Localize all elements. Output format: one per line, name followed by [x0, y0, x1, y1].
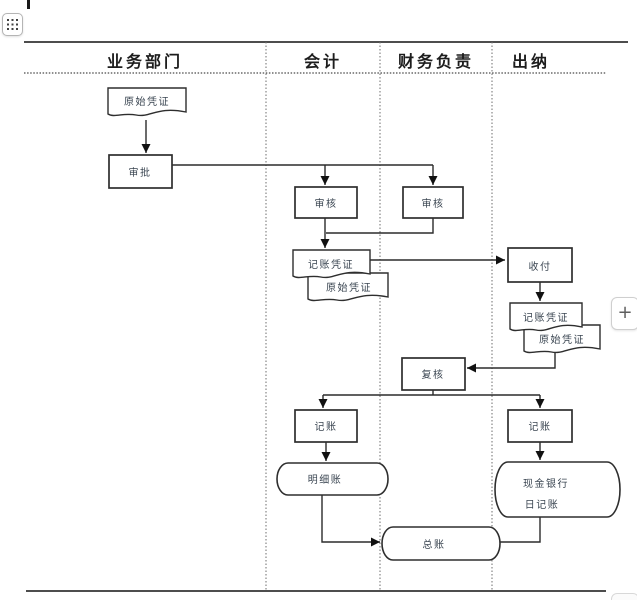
node-label: 原始凭证	[326, 281, 372, 294]
node-record-accounting[interactable]: 记账	[294, 409, 358, 443]
node-label: 审批	[129, 166, 152, 179]
lane-header-business-dept: 业务部门	[107, 52, 183, 71]
node-label: 审核	[422, 197, 445, 210]
node-original-voucher-cash[interactable]: 原始凭证	[523, 324, 601, 354]
node-label: 原始凭证	[124, 95, 170, 108]
node-label: 明细账	[308, 473, 343, 486]
connector-voucher-to-recheck	[467, 352, 556, 373]
zoom-in-button[interactable]: +	[611, 297, 637, 330]
node-label: 原始凭证	[539, 333, 585, 346]
node-label: 审核	[315, 197, 338, 210]
node-original-voucher-1[interactable]: 原始凭证	[107, 87, 187, 117]
node-review-finance[interactable]: 审核	[402, 186, 464, 219]
bottom-right-button[interactable]	[611, 593, 637, 600]
node-label-line1: 现金银行	[523, 477, 569, 490]
node-label: 记账	[529, 421, 552, 433]
node-label: 总账	[423, 538, 446, 551]
node-label: 记账凭证	[523, 311, 569, 324]
lane-header-cashier: 出纳	[512, 52, 550, 71]
node-label-line2: 日记账	[525, 499, 560, 511]
node-general-ledger[interactable]: 总账	[381, 526, 501, 561]
lane-header-finance-manager: 财务负责	[397, 52, 474, 71]
node-cash-bank-journal[interactable]: 现金银行 日记账	[494, 461, 621, 518]
lane-header-accountant: 会计	[304, 52, 342, 71]
node-label: 记账	[315, 421, 338, 433]
grid-dots-icon	[7, 19, 18, 30]
node-label: 收付	[529, 260, 552, 273]
node-label: 复核	[422, 368, 445, 381]
node-receive-pay[interactable]: 收付	[507, 247, 573, 283]
node-recheck[interactable]: 复核	[401, 357, 466, 391]
connector-detail-to-general-ledger	[321, 495, 380, 547]
text-caret	[27, 0, 30, 9]
node-bookkeeping-voucher-acct[interactable]: 记账凭证	[292, 249, 371, 279]
node-bookkeeping-voucher-cash[interactable]: 记账凭证	[509, 302, 583, 332]
node-detail-ledger[interactable]: 明细账	[276, 462, 389, 496]
connector-review-finance-join	[326, 218, 434, 234]
node-record-cashier[interactable]: 记账	[507, 409, 573, 443]
node-approve[interactable]: 审批	[108, 154, 173, 189]
node-label: 记账凭证	[308, 258, 354, 271]
grid-handle-button[interactable]	[2, 13, 23, 36]
node-review-accounting[interactable]: 审核	[294, 186, 358, 219]
node-original-voucher-acct[interactable]: 原始凭证	[307, 272, 389, 302]
